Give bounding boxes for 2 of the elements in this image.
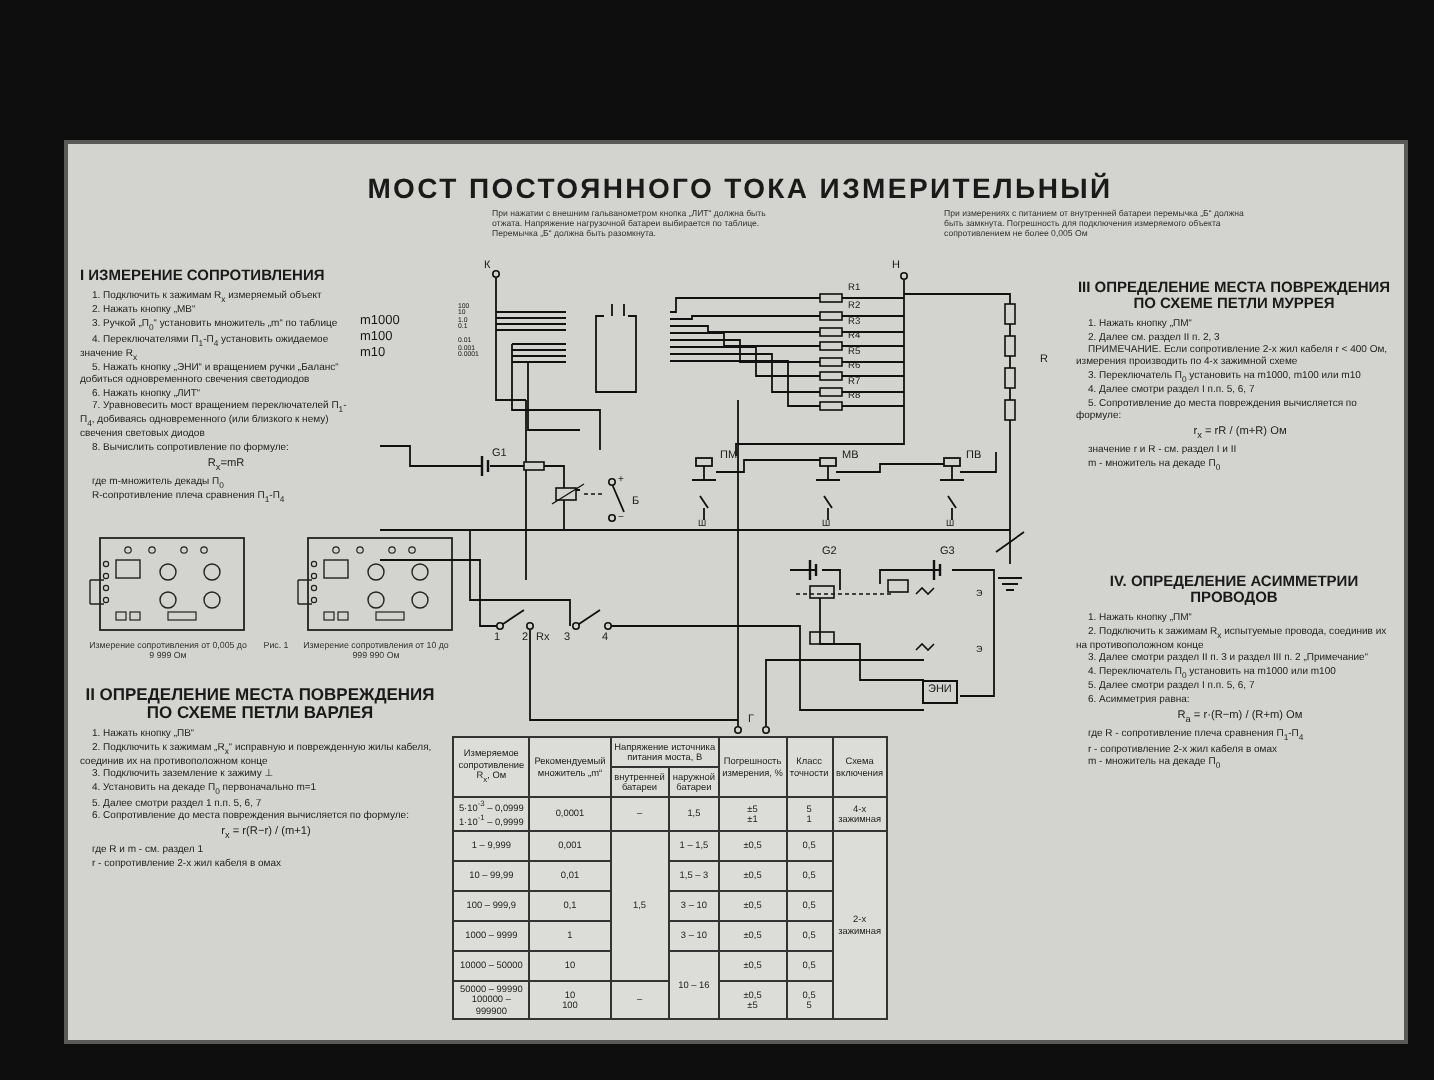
plate-title: МОСТ ПОСТОЯННОГО ТОКА ИЗМЕРИТЕЛЬНЫЙ <box>365 172 1115 204</box>
section-heading: II ОПРЕДЕЛЕНИЕ МЕСТА ПОВРЕЖДЕНИЯ ПО СХЕМЕ ПЕТЛИ ВАРЛЕЯ <box>83 686 437 724</box>
